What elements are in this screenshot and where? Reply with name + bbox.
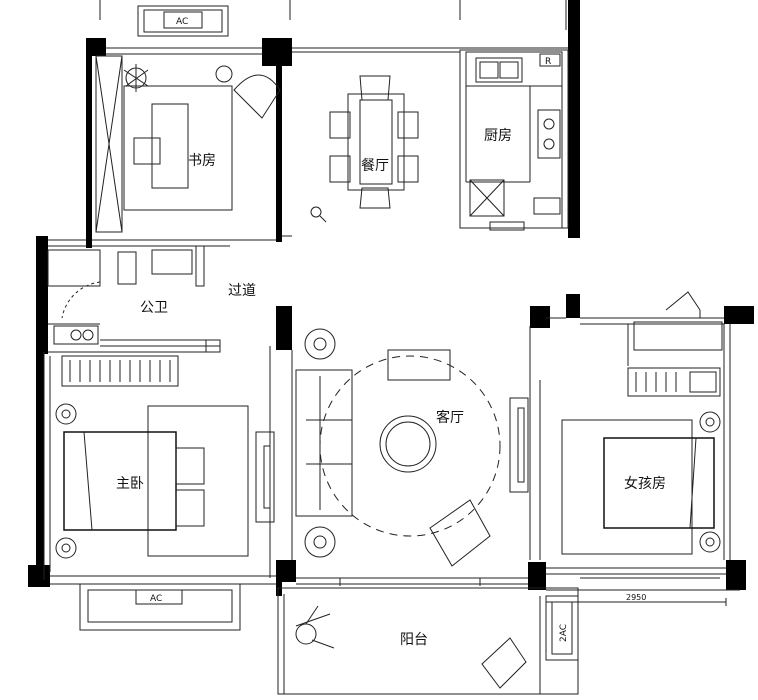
washer [533,197,561,215]
room-label-girl-room: 女孩房 [624,475,666,492]
washing-machine [53,325,99,345]
fridge-label: R [545,57,551,67]
wardrobe [61,355,179,387]
room-label-master-bedroom: 主卧 [116,476,144,492]
shoe-rack [689,371,717,393]
armchair [233,74,281,119]
room-label-balcony: 阳台 [400,632,428,648]
room-label-public-bath: 公卫 [140,300,168,316]
floor-lamp [304,526,336,558]
sofa [295,369,353,517]
round-rug [319,355,501,537]
coffee-table [379,415,437,473]
ottoman [387,349,451,381]
hangers [69,360,171,382]
fridge [539,53,561,67]
girl-nightstand-lamp [699,411,721,433]
ac-top [163,11,203,29]
ac-top-label: AC [176,17,188,27]
dimension-line: 2950 [545,593,727,606]
master-bed [63,431,177,531]
structure-lines [43,0,740,695]
toilet [117,251,137,285]
lounge-chair [429,499,491,567]
study-chair [133,137,161,165]
girl-hangers [635,372,677,392]
room-labels: 书房 餐厅 厨房 公卫 过道 客厅 主卧 女孩房 阳台 [116,128,666,648]
ac-bottom-label: AC [150,594,162,604]
side-table [215,65,233,83]
cooktop [537,109,561,159]
kitchen-sink [475,57,523,83]
balcony-plant-icon [295,605,335,649]
living-tv-cabinet [509,397,529,493]
study-desk [151,103,189,189]
room-label-living: 客厅 [436,409,464,426]
room-label-kitchen: 厨房 [484,128,512,144]
study-rug [123,85,233,211]
walls [28,0,754,596]
girl-bed [603,437,715,529]
bath-sink [151,249,193,275]
girl-nightstand-lamp [699,531,721,553]
bench-2 [175,489,205,527]
ac-side-label: 2AC [559,624,569,642]
plant-icon [123,64,149,92]
room-label-dining: 餐厅 [361,158,389,174]
room-label-study: 书房 [188,153,216,169]
balcony-chair [481,637,527,689]
bench-1 [175,447,205,485]
girl-wardrobe [627,367,721,397]
girl-rug [561,419,693,555]
nightstand-lamp [55,537,77,559]
ac-units: AC AC 2AC [135,11,569,642]
dining-chairs [329,75,419,209]
magnifier-icon [310,206,327,223]
dining-table [347,93,405,191]
tv-cabinet [255,431,275,523]
room-label-corridor: 过道 [228,283,256,299]
floor-lamp [304,328,336,360]
ac-bottom [135,589,183,605]
dimension-label: 2950 [626,593,646,602]
furniture: R [53,53,721,689]
nightstand-lamp [55,403,77,425]
bedroom-rug [147,405,249,557]
